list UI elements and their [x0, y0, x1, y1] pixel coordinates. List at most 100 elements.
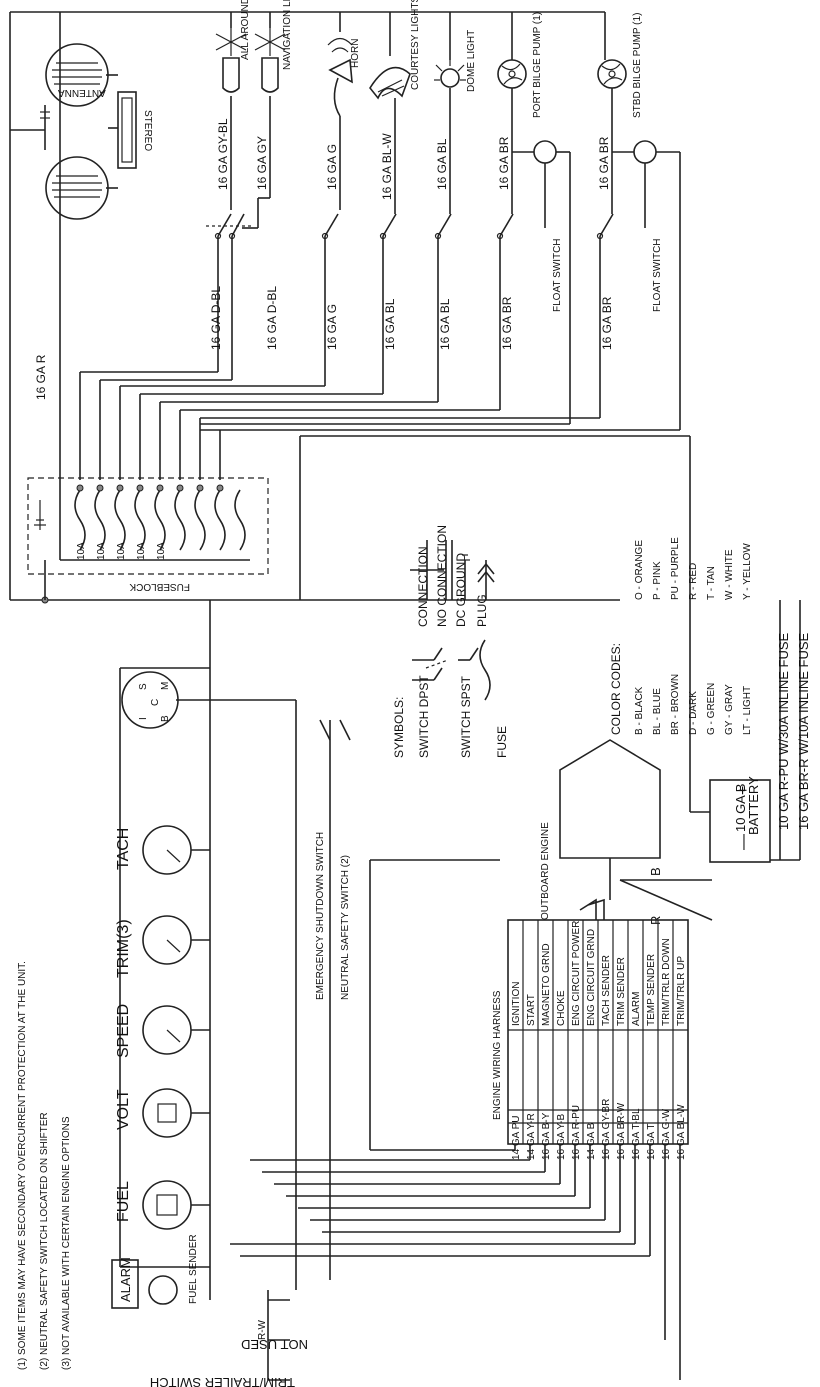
port-bilge-pump-icon	[497, 59, 527, 89]
harness-wires	[230, 859, 681, 1380]
harness-function: ENG CIRCUIT POWER	[571, 921, 582, 1026]
battery: BATTERY + — 10 GA B 10 GA R-PU W/30A INL…	[299, 435, 811, 863]
stereo-unit	[117, 91, 137, 169]
wire-label: 16 GA G	[325, 144, 339, 190]
wire-label: 16 GA BL-W	[380, 133, 394, 200]
color-code: LT - LIGHT	[742, 686, 753, 735]
alarm-box	[111, 1259, 139, 1309]
color-code: P - PINK	[652, 561, 663, 600]
fuse-rating: 10A	[136, 542, 147, 560]
color-code: G - GREEN	[706, 683, 717, 735]
all-around-light-label: ALL AROUND LIGHT	[240, 0, 251, 60]
footnotes: (1) SOME ITEMS MAY HAVE SECONDARY OVERCU…	[17, 961, 72, 1370]
color-code: Y - YELLOW	[742, 543, 753, 600]
wire-label: 16 GA BL	[383, 298, 397, 350]
wire-label: 16 GA BR	[600, 296, 614, 350]
gauge-label: TRIM(3)	[115, 919, 132, 978]
symbols-legend: SYMBOLS: SWITCH DPST SWITCH SPST FUSE CO…	[392, 525, 509, 758]
stbd-bilge-pump-icon	[597, 59, 627, 89]
color-code: T - TAN	[706, 566, 717, 600]
not-used-label: NOT USED	[241, 1337, 308, 1352]
svg-text:M: M	[160, 682, 171, 690]
harness-function: TEMP SENDER	[646, 954, 657, 1026]
harness-gauge: 16 GA Y-B	[556, 1114, 567, 1160]
dome-light-icon	[434, 60, 466, 88]
color-code: O - ORANGE	[634, 540, 645, 600]
harness-gauge: 16 GA R-PU	[571, 1105, 582, 1160]
volt-gauge-icon	[142, 1088, 192, 1138]
battery-wire-label: 10 GA R-PU W/30A INLINE FUSE	[776, 632, 791, 830]
all-around-light-icon	[215, 28, 247, 93]
courtesy-lights-label: COURTESY LIGHTS	[410, 0, 421, 90]
harness-gauge: 14 GA B	[586, 1122, 597, 1160]
fuseblock: 10A 10A 10A 10A 10A FUSEBLOCK	[27, 477, 269, 592]
trim-trailer: R-W NOT USED TRIM/TRAILER SWITCH	[150, 1290, 308, 1387]
navigation-lights-icon	[254, 28, 286, 93]
float-switch-label: FLOAT SWITCH	[652, 238, 663, 312]
outboard-engine-label: OUTBOARD ENGINE	[540, 822, 551, 920]
harness-gauge: 14 GA PU	[511, 1116, 522, 1160]
wire-b-label: B	[648, 867, 663, 876]
color-codes: COLOR CODES: B - BLACK BL - BLUE BR - BR…	[609, 537, 753, 735]
harness-gauge: 16 GA B-Y	[541, 1112, 552, 1160]
symbols-title: SYMBOLS:	[392, 697, 406, 758]
svg-text:S: S	[138, 683, 149, 690]
emergency-shutdown-label: EMERGENCY SHUTDOWN SWITCH	[315, 832, 326, 1000]
horn-icon	[327, 37, 353, 117]
stbd-bilge-pump-label: STBD BILGE PUMP (1)	[632, 13, 643, 118]
alarm-label: ALARM	[118, 1257, 133, 1302]
color-code: R - RED	[688, 563, 699, 600]
fuel-gauge-icon	[142, 1180, 192, 1230]
gauge-label: TACH	[115, 828, 132, 870]
harness-title: ENGINE WIRING HARNESS	[492, 990, 503, 1120]
courtesy-lights-icon	[369, 66, 411, 100]
navigation-lights-label: NAVIGATION LIGHTS	[282, 0, 293, 70]
symbol-label: SWITCH SPST	[459, 675, 473, 758]
trim-trailer-switch-label: TRIM/TRAILER SWITCH	[150, 1375, 295, 1387]
battery-plus: +	[735, 786, 752, 795]
wire-label: 16 GA D-BL	[209, 286, 223, 350]
symbol-label: FUSE	[495, 726, 509, 758]
gauge-label: FUEL	[115, 1181, 132, 1222]
color-code: W - WHITE	[724, 549, 735, 600]
fuse-rating: 10A	[76, 542, 87, 560]
accessory-row: ALL AROUND LIGHT NAVIGATION LIGHTS HORN …	[215, 0, 643, 118]
fuse-rating: 10A	[156, 542, 167, 560]
wire-label: 16 GA BR	[500, 296, 514, 350]
dome-light-label: DOME LIGHT	[466, 30, 477, 92]
wire-label: 16 GA R	[34, 354, 48, 400]
harness-gauge: 14 GA Y-R	[526, 1113, 537, 1160]
harness-function: MAGNETO GRND	[541, 943, 552, 1026]
footnote: (1) SOME ITEMS MAY HAVE SECONDARY OVERCU…	[17, 961, 28, 1370]
svg-text:C: C	[150, 699, 161, 706]
legend-label: NO CONNECTION	[435, 525, 449, 627]
harness-function: TRIM/TRLR DOWN	[661, 938, 672, 1026]
wire-label: 16 GA BL	[438, 298, 452, 350]
harness-function: ALARM	[631, 992, 642, 1026]
fuel-sender-label: FUEL SENDER	[188, 1234, 199, 1304]
accessory-circuits: FLOAT SWITCH FLOAT SWITCH	[59, 12, 681, 480]
harness-function: START	[526, 994, 537, 1026]
color-code: B - BLACK	[634, 686, 645, 735]
harness-function: TACH SENDER	[601, 955, 612, 1026]
gauge-label: SPEED	[115, 1004, 132, 1058]
color-code: BR - BROWN	[670, 674, 681, 735]
harness-gauge: 16 GA GY-BR	[601, 1099, 612, 1160]
fuseblock-label: FUSEBLOCK	[129, 581, 190, 592]
wire-labels: 16 GA R 16 GA D-BL 16 GA D-BL 16 GA G 16…	[34, 118, 614, 400]
harness-function: ENG CIRCUIT GRND	[586, 929, 597, 1026]
float-switch-label: FLOAT SWITCH	[552, 238, 563, 312]
safety-switches: EMERGENCY SHUTDOWN SWITCH NEUTRAL SAFETY…	[176, 699, 351, 1290]
color-code: GY - GRAY	[724, 684, 735, 735]
neutral-safety-label: NEUTRAL SAFETY SWITCH (2)	[340, 855, 351, 1000]
battery-icon	[709, 779, 771, 863]
stereo-assembly: ANTENNA STEREO	[40, 43, 153, 220]
wire-label: 16 GA BL	[435, 138, 449, 190]
legend-label: CONNECTION	[416, 546, 430, 627]
harness-gauge: 16 GA T	[646, 1123, 657, 1160]
horn-label: HORN	[350, 39, 361, 68]
legend-label: PLUG	[475, 594, 489, 627]
svg-text:B: B	[160, 715, 171, 722]
harness-gauge: 16 GA G-W	[661, 1108, 672, 1160]
port-bilge-pump-label: PORT BILGE PUMP (1)	[532, 12, 543, 118]
